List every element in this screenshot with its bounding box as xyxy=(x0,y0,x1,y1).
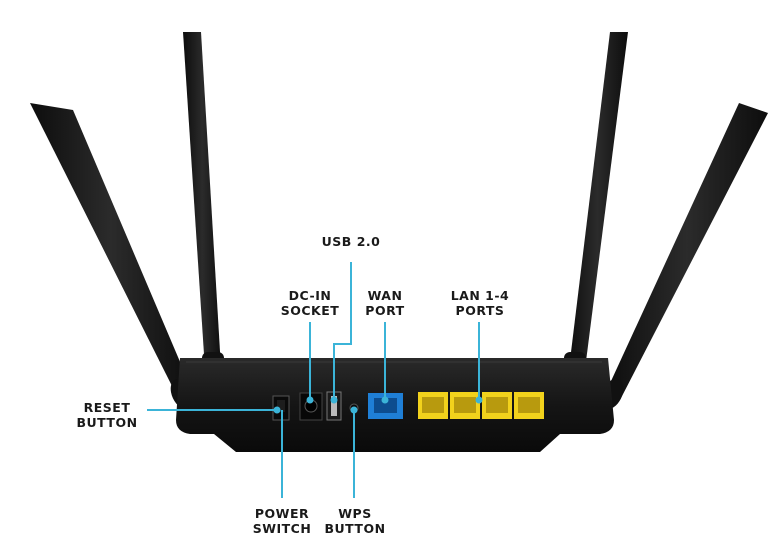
leader-lines xyxy=(147,262,483,498)
lan-label: LAN 1-4 PORTS xyxy=(450,288,510,318)
antenna-far-left xyxy=(30,103,194,410)
leader-usb xyxy=(333,262,352,400)
wan-label: WAN PORT xyxy=(365,288,405,318)
power-label: POWER SWITCH xyxy=(252,506,312,536)
antenna-inner-right xyxy=(564,32,628,402)
usb-label: USB 2.0 xyxy=(321,234,381,249)
antenna-far-right xyxy=(600,103,768,410)
antenna-inner-left xyxy=(183,32,224,402)
wps-label: WPS BUTTON xyxy=(324,506,386,536)
dcin-label: DC-IN SOCKET xyxy=(280,288,340,318)
lan-ports[interactable] xyxy=(418,392,544,419)
reset-label: RESET BUTTON xyxy=(76,400,138,430)
